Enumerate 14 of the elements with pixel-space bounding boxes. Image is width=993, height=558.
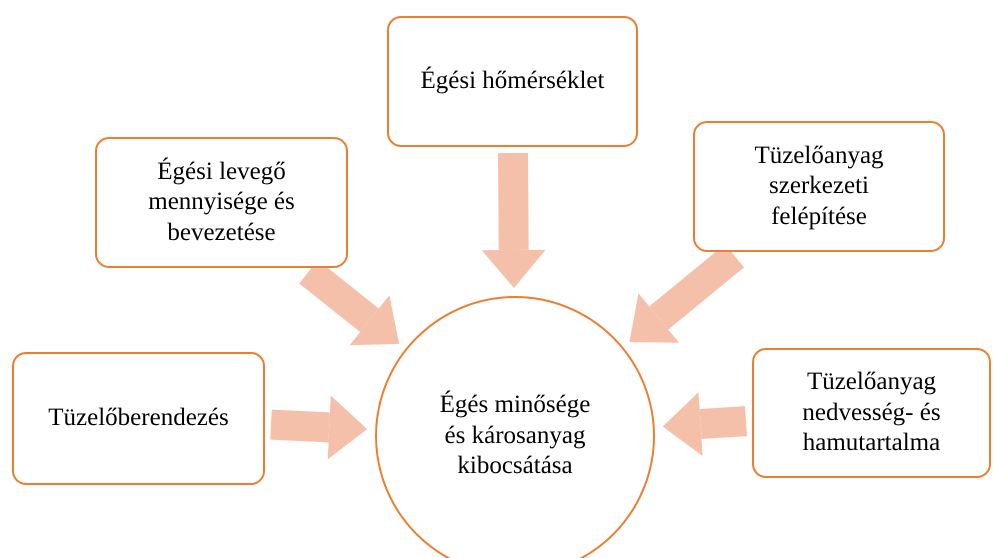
node-text: Égési levegő mennyisége és bevezetése: [147, 156, 296, 248]
factor-box: [693, 121, 945, 252]
block-arrow: [482, 152, 546, 288]
node-text: Tüzelőberendezés: [48, 403, 229, 434]
node-text: Égési hőmérséklet: [420, 66, 604, 96]
node-text: Tüzelőanyag nedvesség- és hamutartalma: [801, 367, 942, 458]
node-text: Tüzelőanyag szerkezeti felépítése: [753, 140, 885, 232]
node-text: Égés minősége és károsanyag kibocsátása: [439, 390, 591, 482]
factor-box: [752, 348, 991, 478]
factor-box: [95, 137, 348, 268]
factor-box: [12, 352, 265, 485]
block-arrow: [270, 395, 368, 460]
factor-box: [387, 16, 638, 147]
block-arrow: [662, 392, 747, 456]
